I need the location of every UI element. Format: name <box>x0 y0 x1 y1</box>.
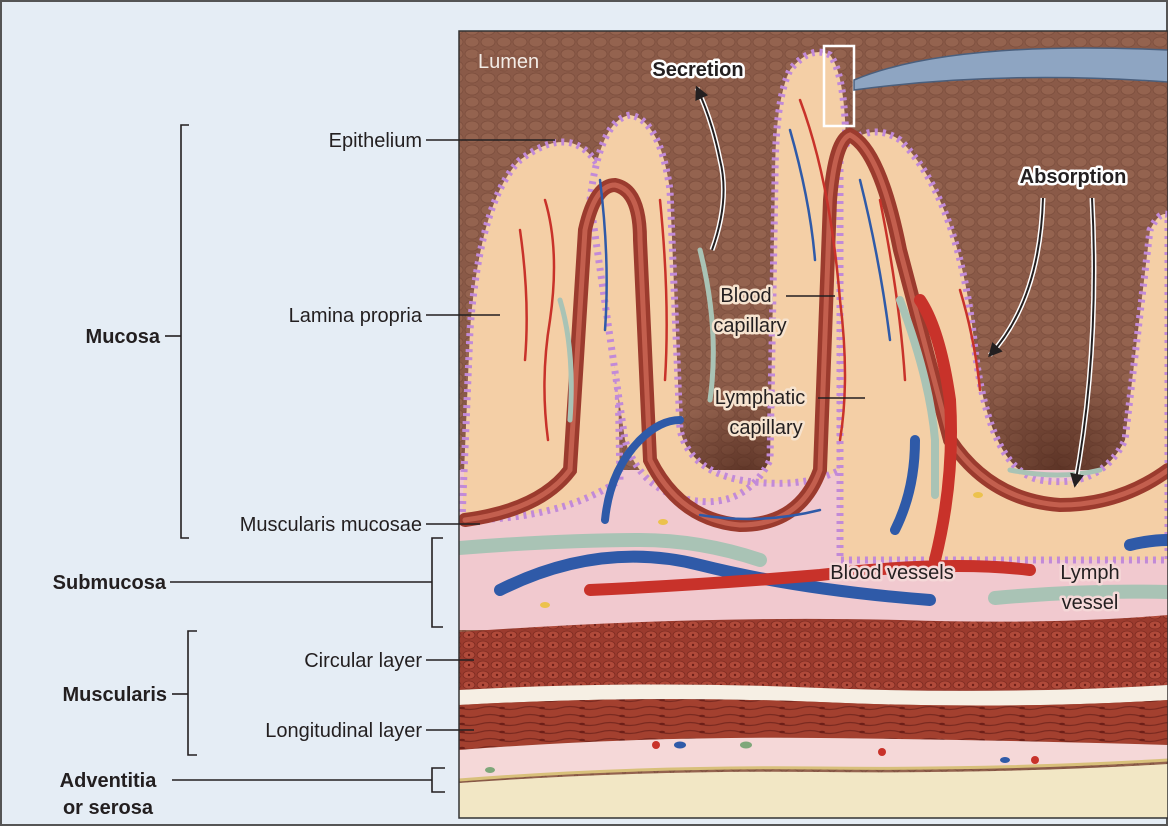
capillaries <box>518 98 1103 521</box>
absorption-label: Absorption <box>1020 166 1127 188</box>
adventitia-label-line2: or serosa <box>63 797 154 819</box>
absorption-arrow-right <box>1070 197 1095 488</box>
lymphatic-capillary-label-line2: capillary <box>729 417 802 439</box>
submucosa-label: Submucosa <box>53 572 167 594</box>
blood-capillary-label-line2: capillary <box>713 315 786 337</box>
lamina-propria-label: Lamina propria <box>289 305 423 327</box>
muscularis-mucosae-label: Muscularis mucosae <box>240 514 422 536</box>
mucosa-label: Mucosa <box>86 326 161 348</box>
longitudinal-layer-band <box>459 699 1168 750</box>
muscularis-label: Muscularis <box>63 684 167 706</box>
villus-right <box>836 128 1168 564</box>
lymph-vessel-label-line2: vessel <box>1062 592 1119 614</box>
secretion-label: Secretion <box>652 59 743 81</box>
inset-connector <box>853 47 1168 91</box>
brackets <box>165 124 445 793</box>
epithelium-label: Epithelium <box>329 130 422 152</box>
lymphatic-capillary-label-line1: Lymphatic <box>715 387 805 409</box>
serosa-band <box>459 764 1168 818</box>
circular-layer-label: Circular layer <box>304 650 422 672</box>
leader-lines <box>426 139 865 731</box>
lymph-vessel-label-line1: Lymph <box>1060 562 1119 584</box>
adventitia-label-line1: Adventitia <box>60 770 158 792</box>
muscularis-bracket <box>187 630 197 756</box>
villus-center <box>586 48 850 506</box>
blood-capillary-label-line1: Blood <box>720 285 771 307</box>
absorption-arrow-left <box>988 197 1044 358</box>
secretion-arrow <box>695 85 725 251</box>
longitudinal-layer-label: Longitudinal layer <box>265 720 422 742</box>
lumen-label: Lumen <box>478 51 539 73</box>
circular-layer-band <box>459 615 1168 691</box>
submucosa-vessels <box>459 294 1168 606</box>
mucosa-bracket <box>180 124 189 539</box>
process-arrows <box>694 85 1097 488</box>
blood-cells <box>485 741 1039 773</box>
blood-vessels-label: Blood vessels <box>830 562 953 584</box>
tissue-illustration <box>459 31 1168 818</box>
